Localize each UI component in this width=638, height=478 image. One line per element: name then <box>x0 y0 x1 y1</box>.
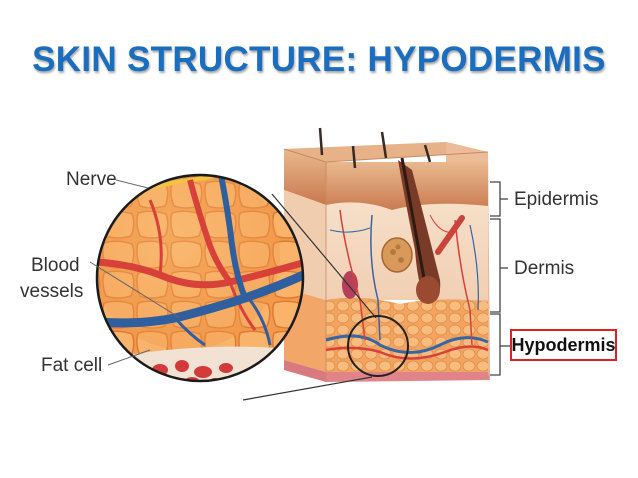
epidermis-label: Epidermis <box>514 189 599 210</box>
skin-block <box>283 127 490 382</box>
magnify-marker <box>347 315 409 377</box>
blood-vessels-label-line1: Blood <box>31 255 80 276</box>
magnified-view <box>97 175 303 381</box>
layer-brackets <box>490 181 510 376</box>
hypodermis-label: Hypodermis <box>511 334 616 355</box>
page-title: SKIN STRUCTURE: HYPODERMIS <box>32 40 606 79</box>
fat-cell-label: Fat cell <box>41 355 103 376</box>
hypodermis-highlight-box: Hypodermis <box>510 329 617 361</box>
dermis-label: Dermis <box>514 258 575 279</box>
nerve-label: Nerve <box>66 169 117 190</box>
blood-vessels-label-line2: vessels <box>20 281 84 302</box>
